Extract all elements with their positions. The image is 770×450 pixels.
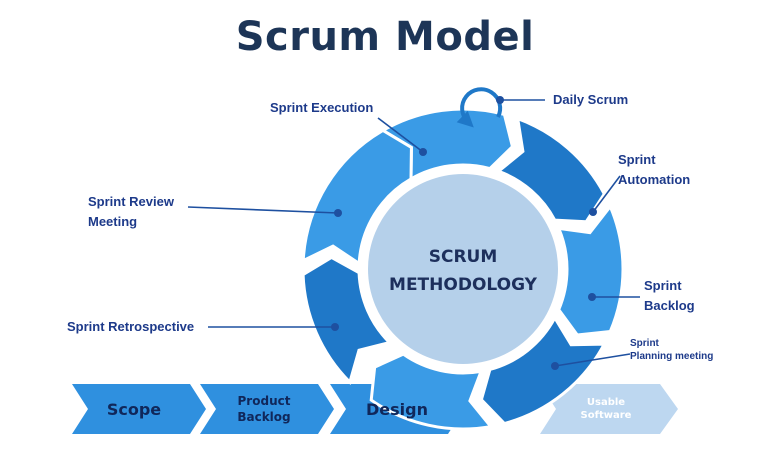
leader-sprint-review — [187, 206, 339, 214]
flow-step-usable-software — [540, 384, 678, 434]
ring-segment-sprint-retrospective — [301, 255, 393, 386]
leader-lines — [187, 99, 640, 367]
flow-step-scope — [72, 384, 206, 434]
label-sprint-planning-line1: Sprint — [630, 338, 660, 349]
label-sprint-retrospective: Sprint Retrospective — [67, 319, 194, 334]
leader-sprint-automation — [592, 175, 621, 213]
leader-dots — [331, 96, 597, 370]
center-circle — [368, 174, 558, 364]
label-sprint-backlog-line1: Sprint — [644, 278, 682, 293]
flow-label-design: Design — [366, 400, 428, 419]
dot-daily-scrum — [496, 96, 504, 104]
label-sprint-automation-line1: Sprint — [618, 152, 656, 167]
dot-sprint-retrospective — [331, 323, 339, 331]
ring-segment-flow-link — [369, 352, 494, 431]
ring-segment-sprint-planning — [479, 314, 607, 426]
flow-label-product-backlog-line2: Backlog — [237, 410, 290, 424]
flow-label-usable-software-line1: Usable — [587, 397, 625, 408]
flow-label-product-backlog-line1: Product — [238, 394, 291, 408]
dot-sprint-planning — [551, 362, 559, 370]
label-sprint-review-line1: Sprint Review — [88, 194, 175, 209]
center-label-line2: METHODOLOGY — [389, 275, 538, 295]
label-sprint-planning-line2: Planning meeting — [630, 351, 713, 362]
dot-sprint-review — [334, 209, 342, 217]
flow-label-usable-software-line2: Software — [581, 410, 632, 421]
dot-sprint-backlog — [588, 293, 596, 301]
ring-segment-sprint-execution — [380, 107, 515, 182]
dot-sprint-automation — [589, 208, 597, 216]
ring-segment-sprint-backlog — [556, 203, 625, 337]
dot-sprint-execution — [419, 148, 427, 156]
leader-sprint-execution — [377, 117, 424, 153]
flow-label-scope: Scope — [107, 400, 161, 419]
label-sprint-backlog-line2: Backlog — [644, 298, 695, 313]
ring-segment-sprint-review — [301, 128, 413, 267]
label-sprint-review-line2: Meeting — [88, 214, 137, 229]
daily-scrum-loop-icon — [456, 87, 503, 128]
label-sprint-execution: Sprint Execution — [270, 100, 373, 115]
label-daily-scrum: Daily Scrum — [553, 92, 628, 107]
flow-step-product-backlog — [200, 384, 334, 434]
label-sprint-automation-line2: Automation — [618, 172, 690, 187]
leader-sprint-planning — [554, 353, 631, 367]
center-label-line1: SCRUM — [429, 247, 498, 267]
diagram-title: Scrum Model — [235, 14, 535, 60]
